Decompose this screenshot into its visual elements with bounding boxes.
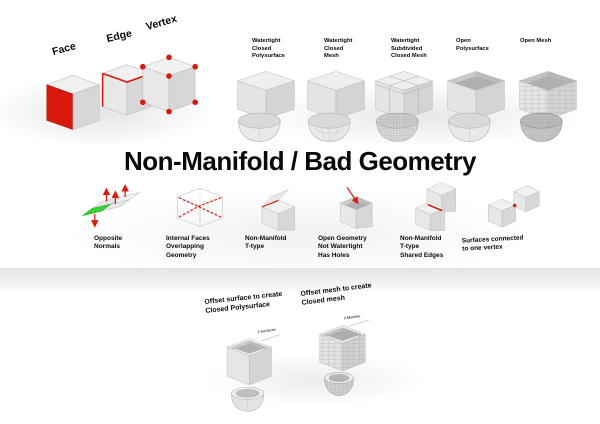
bad-item-shared-edges: Non-Manifold T-type Shared Edges bbox=[388, 182, 482, 260]
section-title: Non-Manifold / Bad Geometry bbox=[124, 146, 476, 176]
mesh-type-label: Open Polysurface bbox=[456, 38, 489, 52]
mesh-count-annotation: 2 Meshes bbox=[344, 315, 361, 320]
offset-mesh-graphic: 2 Meshes bbox=[319, 315, 369, 396]
opposite-normals-icon bbox=[82, 184, 140, 228]
open-polysurface-graphic bbox=[446, 71, 506, 142]
shared-edges-icon bbox=[415, 182, 457, 231]
mesh-type-subdivided: Watertight Subdivided Closed Mesh bbox=[368, 38, 444, 143]
edge-label: Edge bbox=[105, 27, 134, 45]
bad-item-one-vertex: Surfaces connected to one vertex bbox=[454, 182, 572, 254]
bad-item-label: Opposite Normals bbox=[94, 235, 123, 251]
bad-item-label: Open Geometry Not Watertight Has Holes bbox=[318, 235, 367, 259]
edge-cube-graphic bbox=[101, 64, 153, 116]
surface-count-annotation: 2 Surfaces bbox=[257, 327, 275, 333]
bad-item-nonmanifold-ttype: Non-Manifold T-type bbox=[236, 182, 324, 252]
internal-faces-icon bbox=[176, 188, 224, 228]
bad-geometry-row: Opposite Normals Internal Faces Overlapp… bbox=[0, 180, 600, 276]
mesh-type-open-polysurface: Open Polysurface bbox=[440, 38, 516, 143]
primitives-panel: Face Edge Vertex bbox=[0, 0, 230, 145]
face-label: Face bbox=[50, 40, 78, 58]
bad-item-label: Internal Faces Overlapping Geometry bbox=[166, 235, 210, 259]
watertight-mesh-graphic bbox=[306, 71, 366, 142]
bad-item-internal-faces: Internal Faces Overlapping Geometry bbox=[152, 182, 248, 260]
offset-surface-group: Offset surface to create Closed Polysurf… bbox=[198, 291, 310, 414]
mesh-type-watertight-polysurface: Watertight Closed Polysurface bbox=[230, 38, 306, 143]
mesh-type-watertight-mesh: Watertight Closed Mesh bbox=[300, 38, 376, 143]
mesh-type-label: Watertight Closed Mesh bbox=[324, 38, 353, 60]
subdivided-mesh-graphic bbox=[374, 71, 434, 142]
face-cube-graphic bbox=[45, 75, 101, 131]
bad-item-label: Non-Manifold T-type Shared Edges bbox=[400, 235, 444, 259]
mesh-type-label: Open Mesh bbox=[520, 38, 552, 44]
nonmanifold-ttype-icon bbox=[261, 189, 296, 231]
bad-item-opposite-normals: Opposite Normals bbox=[62, 182, 158, 252]
mesh-types-panel: Watertight Closed Polysurface Watertight… bbox=[228, 8, 600, 145]
offset-examples-section: Offset surface to create Closed Polysurf… bbox=[150, 282, 480, 424]
offset-surface-graphic: 2 Surfaces bbox=[226, 327, 281, 412]
mesh-type-open-mesh: Open Mesh bbox=[512, 38, 588, 143]
watertight-polysurface-graphic bbox=[236, 71, 296, 142]
offset-surface-label: Offset surface to create Closed Polysurf… bbox=[204, 290, 283, 316]
mesh-type-label: Watertight Subdivided Closed Mesh bbox=[391, 38, 427, 60]
vertex-label: Vertex bbox=[144, 12, 179, 33]
one-vertex-icon bbox=[487, 185, 540, 228]
bad-item-label: Non-Manifold T-type bbox=[245, 235, 287, 251]
open-mesh-graphic bbox=[518, 71, 578, 142]
vertex-cube-graphic bbox=[140, 54, 198, 115]
bad-item-open-geometry: Open Geometry Not Watertight Has Holes bbox=[310, 182, 404, 260]
open-geometry-icon bbox=[339, 187, 373, 230]
bad-item-label: Surfaces connected to one vertex bbox=[461, 234, 524, 254]
mesh-type-label: Watertight Closed Polysurface bbox=[252, 38, 285, 60]
offset-mesh-group: Offset mesh to create Closed mesh 2 Mesh… bbox=[296, 282, 406, 401]
